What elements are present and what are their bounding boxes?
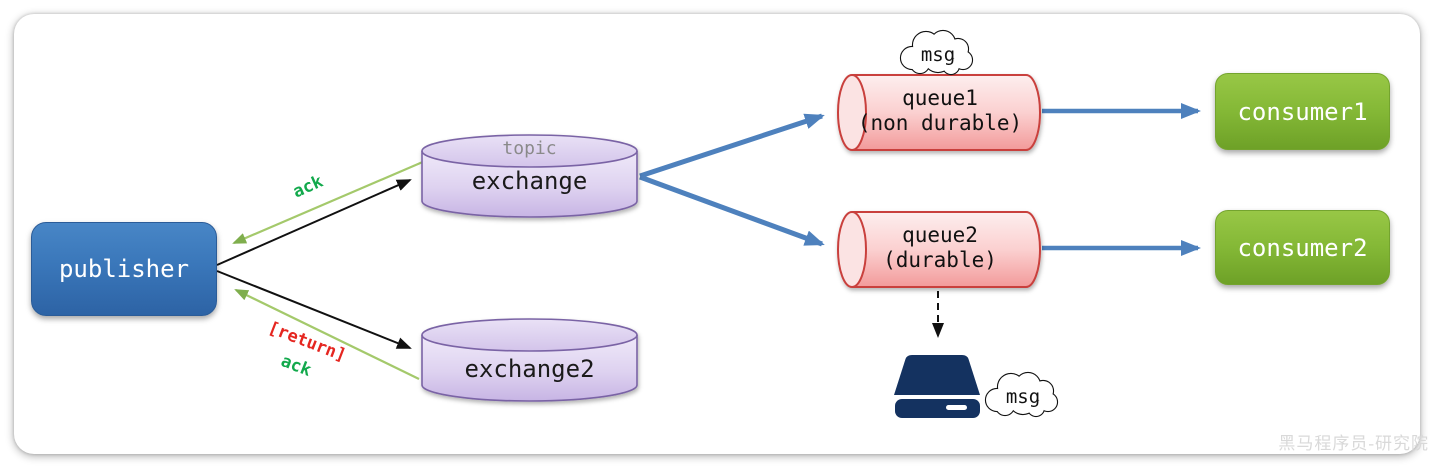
exchange-label: exchange [471,167,588,195]
exchange2-label: exchange2 [464,355,595,383]
edge-publisher-to-exchange2 [216,270,412,349]
exchange2-node [421,318,638,402]
diagram-panel [14,14,1420,454]
exchange-type-badge: topic [502,138,557,159]
queue2-durability: (durable) [883,248,997,272]
msg-cloud-top [899,29,974,76]
exchange-node [421,134,638,218]
queue1-label: queue1 (non durable) [842,86,1038,136]
consumer2-node: consumer2 [1215,210,1390,285]
publisher-node: publisher [31,222,217,316]
edge-ack-exchange2-to-publisher [234,289,420,380]
queue2-node [837,211,1041,288]
queue2-label: queue2 (durable) [842,223,1038,273]
edge-exchange-to-queue1 [639,113,825,179]
msg-cloud-bottom [984,371,1059,418]
queue1-name: queue1 [902,86,978,110]
msg-label-top: msg [920,44,956,66]
queue1-durability: (non durable) [857,111,1023,135]
queue2-name: queue2 [902,223,978,247]
consumer1-node: consumer1 [1215,73,1390,150]
edge-exchange-to-queue2 [639,174,825,247]
hard-drive-icon [894,355,980,418]
watermark-text: 黑马程序员-研究院 [1278,434,1429,453]
queue1-node [837,74,1041,151]
edge-publisher-to-exchange [216,179,412,266]
edge-ack-exchange-to-publisher [232,159,426,245]
msg-label-bottom: msg [1005,386,1041,408]
